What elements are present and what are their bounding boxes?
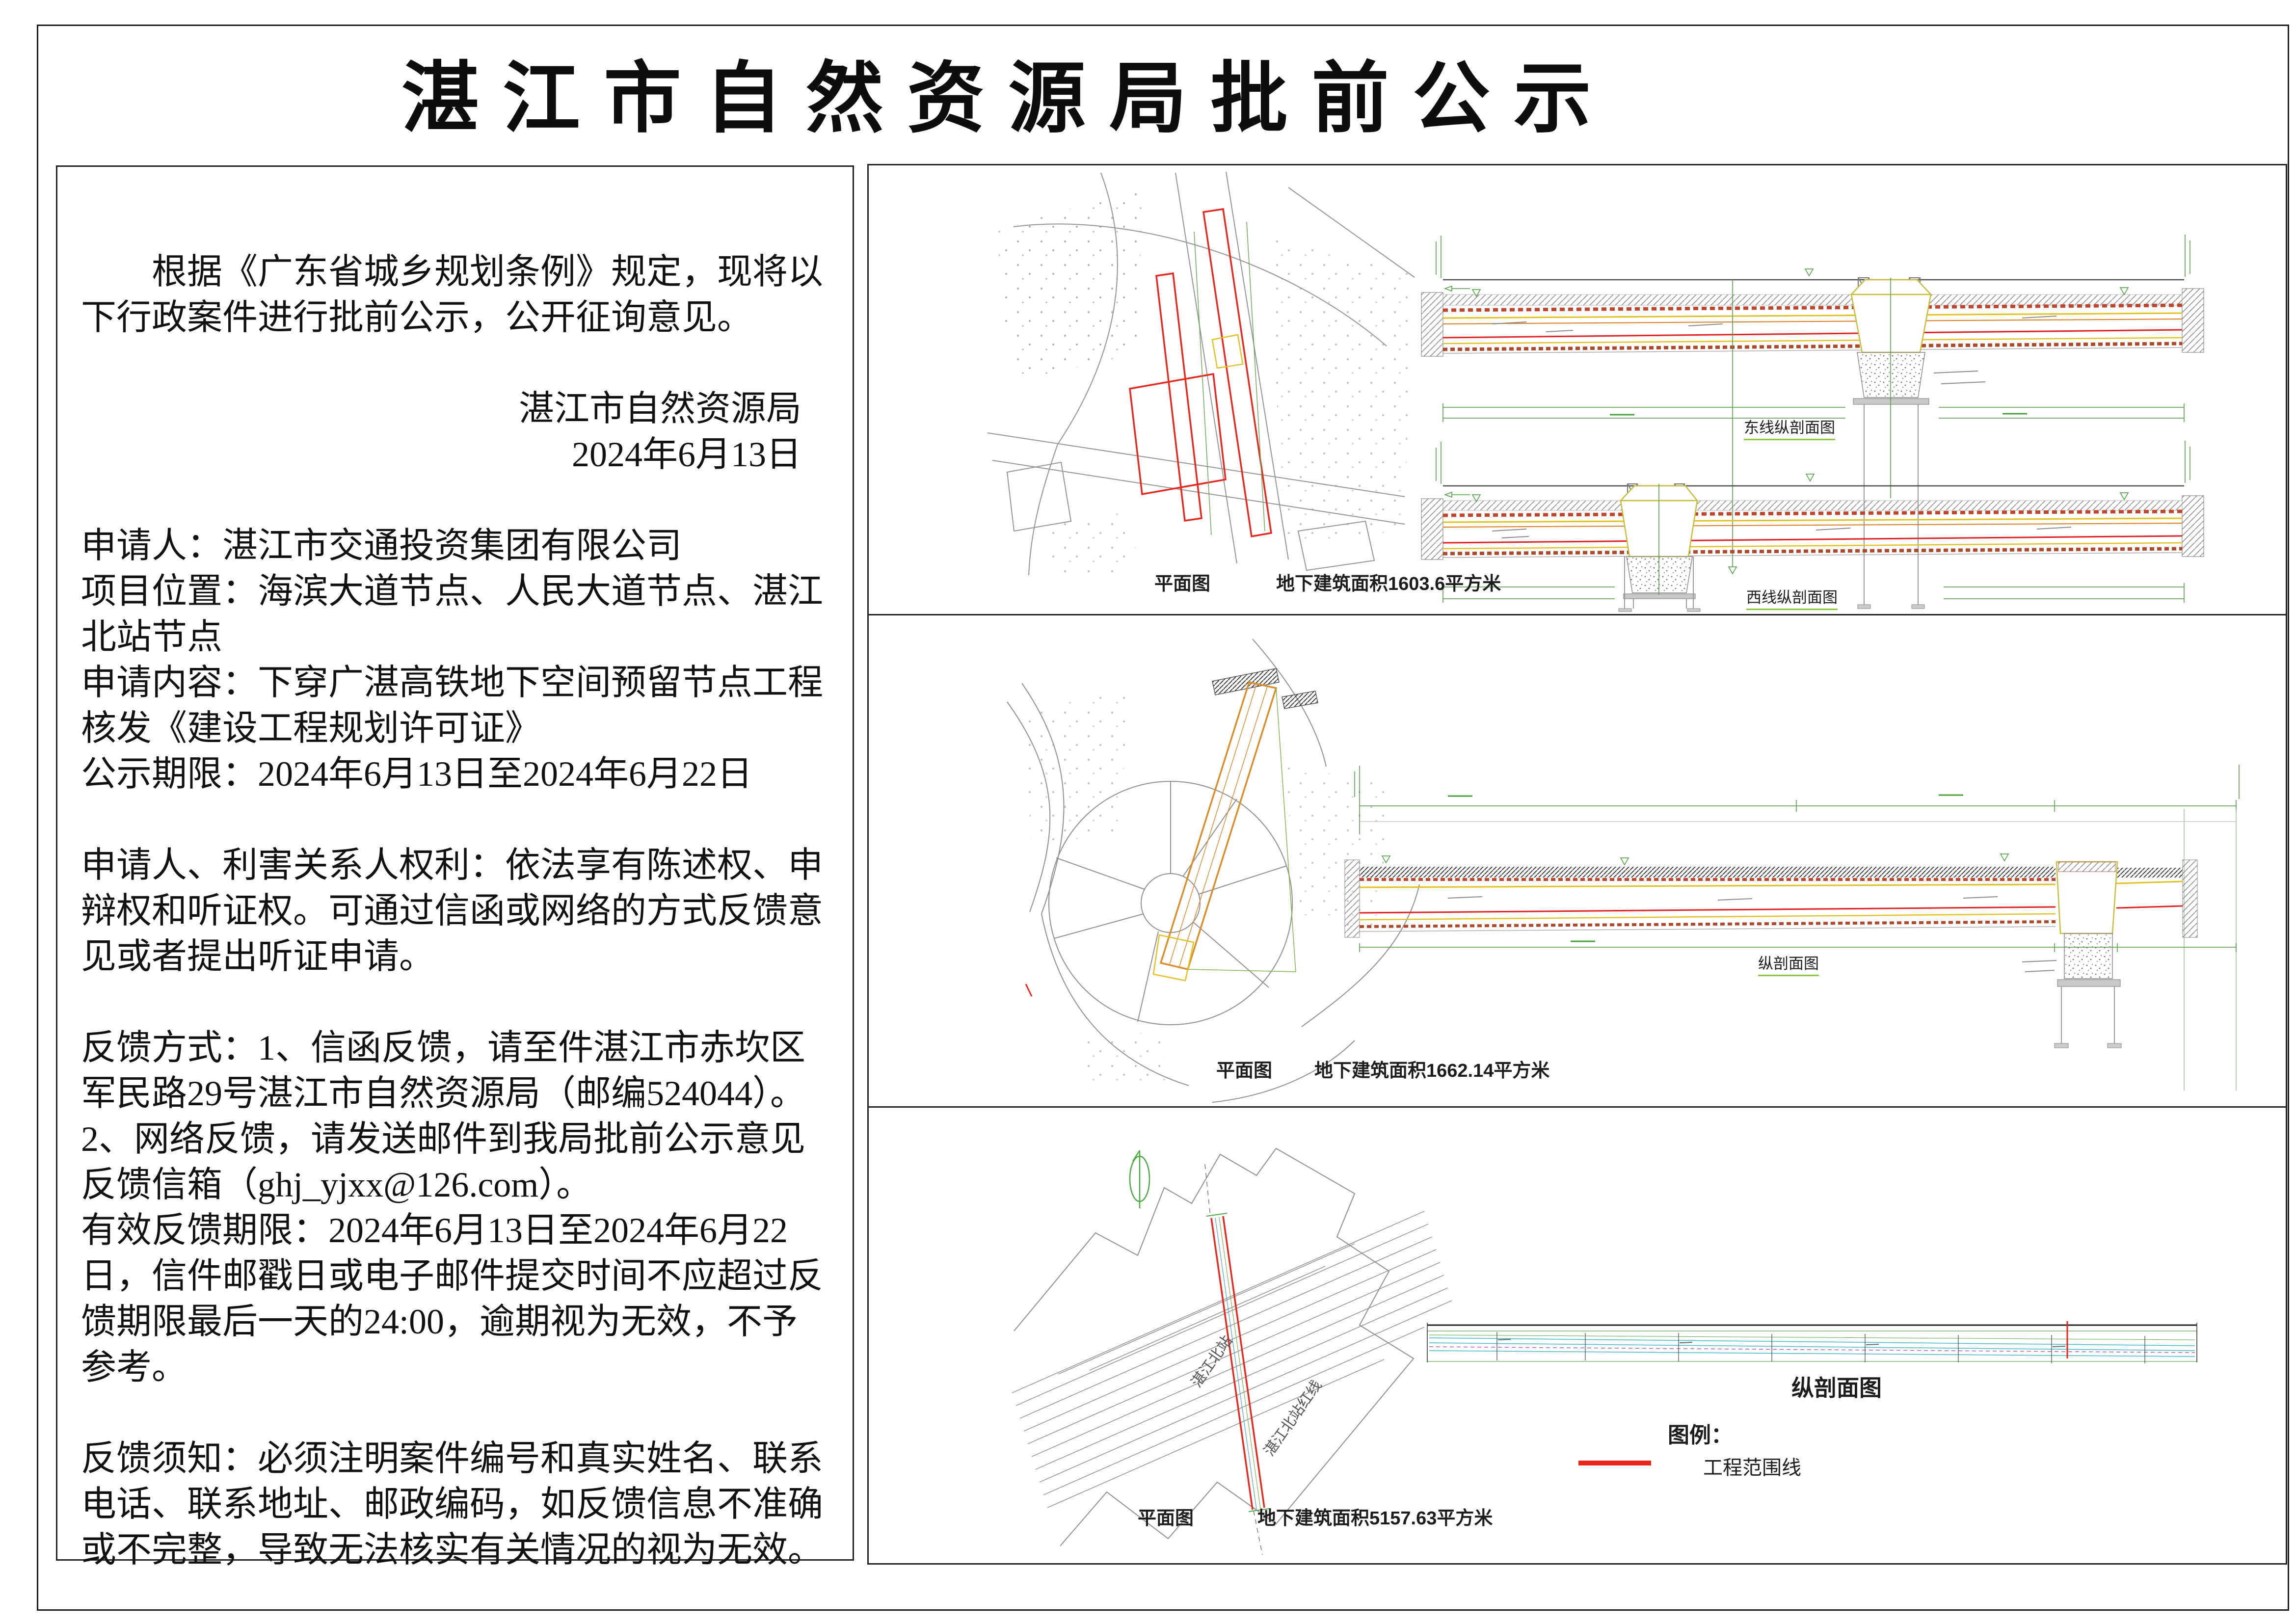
page-border bbox=[37, 25, 2289, 1611]
panel1-east-section-caption: 东线纵剖面图 bbox=[1744, 415, 1835, 440]
panel3-plan-caption: 平面图 bbox=[1138, 1508, 1194, 1529]
rights-paragraph: 申请人、利害关系人权利：依法享有陈述权、申辩权和听证权。可通过信函或网络的方式反… bbox=[81, 846, 824, 976]
feedback-methods-paragraph: 反馈方式：1、信函反馈，请至件湛江市赤坎区军民路29号湛江市自然资源局（邮编52… bbox=[81, 1028, 806, 1204]
intro-paragraph: 根据《广东省城乡规划条例》规定，现将以下行政案件进行批前公示，公开征询意见。 bbox=[81, 252, 824, 337]
drawing-panel-north-station bbox=[867, 1108, 2287, 1565]
drawing-panel-roundabout bbox=[867, 615, 2287, 1108]
signature-org: 湛江市自然资源局 bbox=[518, 389, 801, 428]
panel1-west-section-caption: 西线纵剖面图 bbox=[1746, 585, 1838, 610]
field-location: 项目位置：海滨大道节点、人民大道节点、湛江北站节点 bbox=[81, 572, 824, 657]
notice-body: 根据《广东省城乡规划条例》规定，现将以下行政案件进行批前公示，公开征询意见。 湛… bbox=[81, 249, 825, 1573]
feedback-notes-paragraph: 反馈须知：必须注明案件编号和真实姓名、联系电话、联系地址、邮政编码，如反馈信息不… bbox=[81, 1439, 824, 1570]
legend-project-boundary-label: 工程范围线 bbox=[1703, 1457, 1801, 1479]
panel2-plan-caption: 平面图 bbox=[1216, 1061, 1273, 1081]
panel1-area-caption: 地下建筑面积1603.6平方米 bbox=[1276, 574, 1501, 594]
notice-text-panel: 根据《广东省城乡规划条例》规定，现将以下行政案件进行批前公示，公开征询意见。 湛… bbox=[56, 165, 854, 1570]
legend-project-boundary-line-sample bbox=[1578, 1461, 1651, 1465]
field-applicant: 申请人：湛江市交通投资集团有限公司 bbox=[81, 526, 682, 565]
page-title: 湛江市自然资源局批前公示 bbox=[401, 56, 1615, 142]
field-publicity-period: 公示期限：2024年6月13日至2024年6月22日 bbox=[81, 754, 753, 794]
panel2-area-caption: 地下建筑面积1662.14平方米 bbox=[1314, 1061, 1550, 1081]
drawing-panel-haibin-renmin bbox=[867, 164, 2287, 615]
panel2-section-caption: 纵剖面图 bbox=[1758, 951, 1819, 976]
panel3-area-caption: 地下建筑面积5157.63平方米 bbox=[1257, 1508, 1493, 1529]
feedback-deadline-paragraph: 有效反馈期限：2024年6月13日至2024年6月22日，信件邮戳日或电子邮件提… bbox=[81, 1211, 824, 1387]
panel1-plan-caption: 平面图 bbox=[1154, 574, 1211, 594]
legend-title: 图例： bbox=[1668, 1423, 1733, 1447]
panel3-section-title: 纵剖面图 bbox=[1791, 1375, 1882, 1401]
signature-date: 2024年6月13日 bbox=[571, 435, 801, 474]
field-content: 申请内容：下穿广湛高铁地下空间预留节点工程核发《建设工程规划许可证》 bbox=[81, 663, 824, 748]
